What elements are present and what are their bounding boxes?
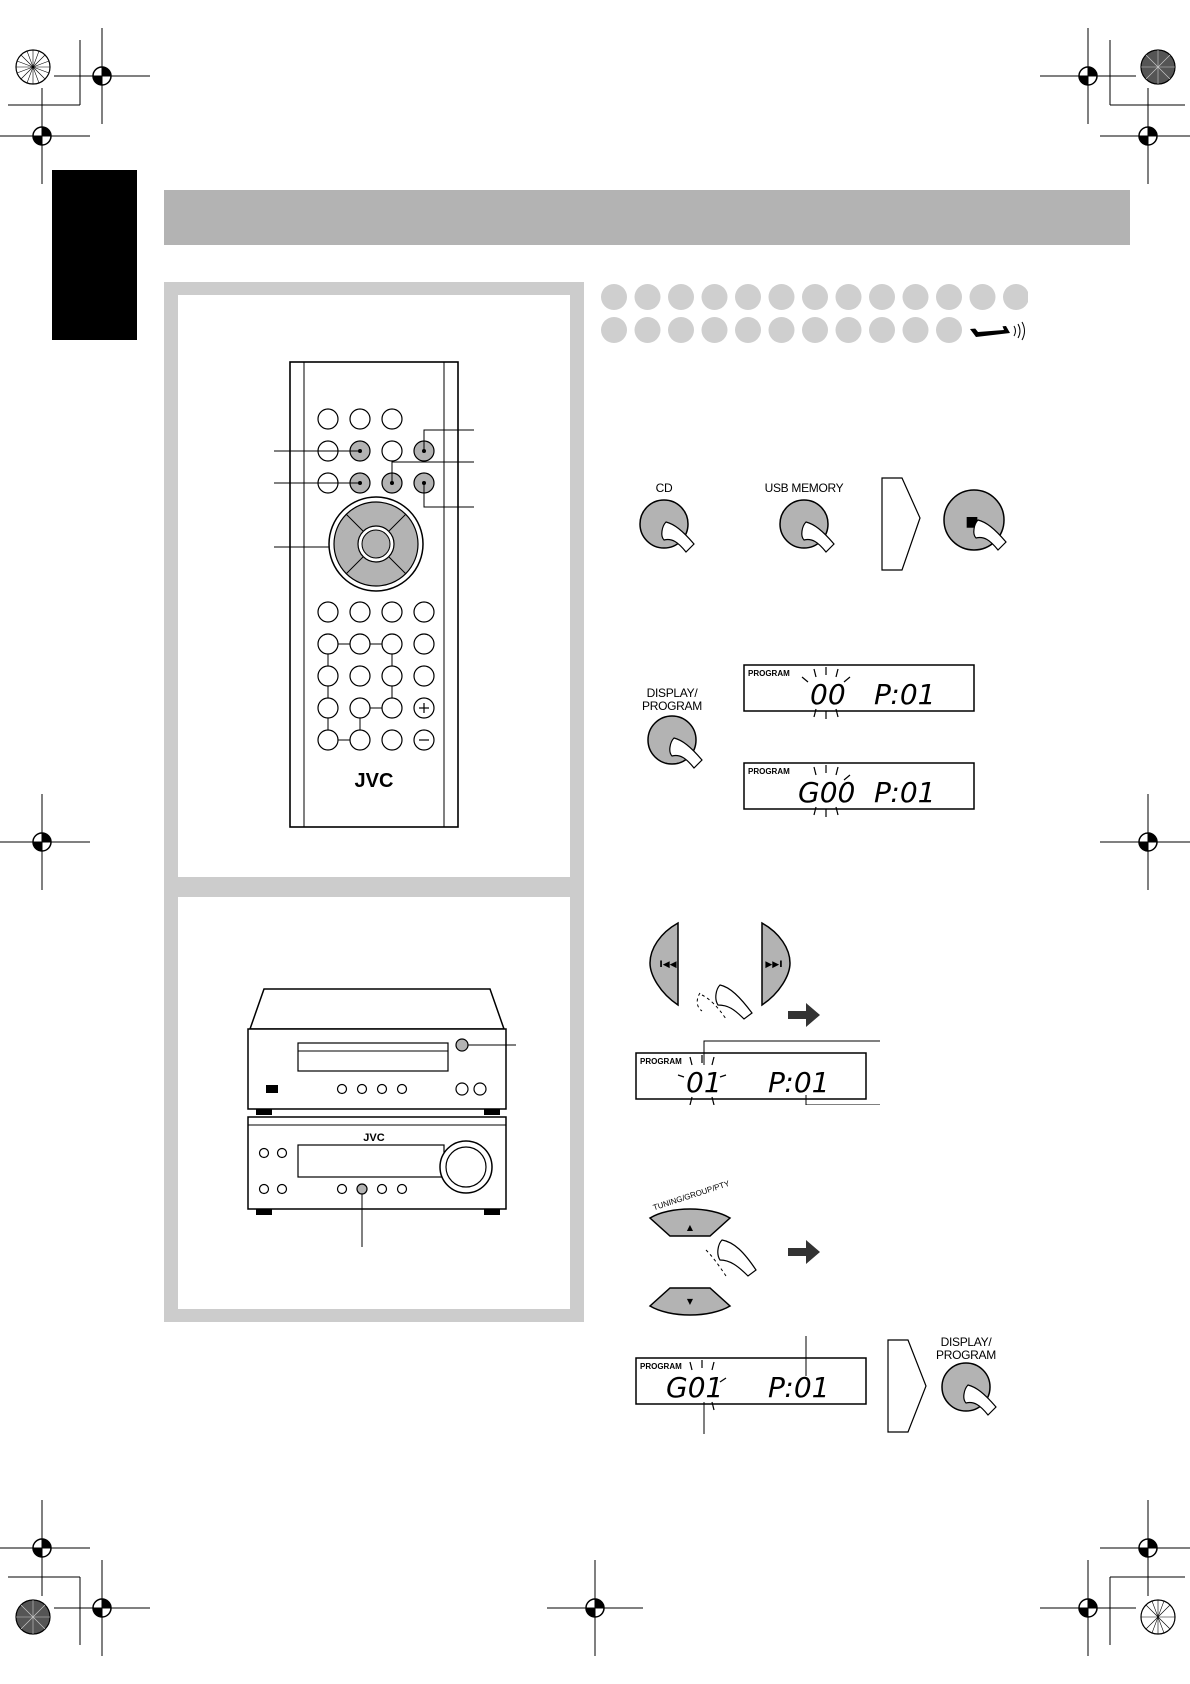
next-step-arrow-icon (881, 477, 921, 571)
heading-dot (601, 284, 627, 310)
lcd4-program-step: P:01 (768, 1371, 829, 1404)
heading-dot (768, 317, 795, 343)
next-step-arrow-icon (887, 1339, 927, 1433)
tuning-down-button (648, 1287, 732, 1316)
heading-dot (634, 317, 661, 343)
display-program-label-line2: PROGRAM (642, 699, 702, 713)
next-skip-button (761, 921, 791, 1007)
lcd4-group-value: G01 (666, 1371, 723, 1404)
heading-dot (668, 284, 694, 310)
heading-dot (668, 317, 694, 343)
tuning-group-pty-label: TUNING/GROUP/PTY (652, 1180, 732, 1212)
remote-brand-logo: JVC (355, 770, 394, 792)
lcd-display-3 (635, 1052, 867, 1100)
blink-icon (813, 765, 851, 817)
usb-memory-button-label: USB MEMORY (765, 481, 844, 495)
finger-icon (715, 984, 753, 1020)
lcd3-track-value: 01 (686, 1066, 722, 1099)
main-unit-illustration: JVC (247, 988, 516, 1247)
up-arrow-icon: ▲ (687, 1223, 694, 1232)
next-skip-icon: ▶▶I (765, 960, 782, 970)
remote-control-illustration: JVC (274, 361, 474, 828)
heading-dot (835, 284, 862, 310)
program-badge: PROGRAM (640, 1057, 682, 1066)
heading-dot (936, 284, 962, 310)
step1-diagram: CD USB MEMORY ■ (639, 477, 1007, 571)
blink-icon (677, 1055, 727, 1105)
heading-dot (1037, 284, 1041, 310)
previous-skip-icon: I◀◀ (659, 960, 676, 970)
lcd2-program-step: P:01 (874, 776, 935, 809)
heading-dot (802, 317, 828, 343)
heading-dot (902, 317, 929, 343)
heading-dot (1003, 284, 1028, 310)
main-unit-brand-logo: JVC (363, 1132, 384, 1144)
step2-diagram: DISPLAY/ PROGRAM PROGRAM 00 P:01 PROGRAM… (642, 664, 975, 817)
cd-button-label: CD (656, 481, 673, 495)
display-program-label-line2: PROGRAM (936, 1348, 996, 1362)
program-badge: PROGRAM (748, 767, 790, 776)
step4-diagram: TUNING/GROUP/PTY ▲ ▼ PROGRAM G01 P:01 DI… (635, 1180, 997, 1434)
display-program-label-line1: DISPLAY/ (647, 686, 699, 700)
right-arrow-icon (788, 1240, 820, 1264)
finger-icon (669, 737, 703, 769)
remote-sensor-icon (970, 321, 1025, 341)
heading-dot (601, 317, 627, 343)
right-arrow-icon (788, 1003, 820, 1027)
heading-dot (701, 284, 728, 310)
down-arrow-icon: ▼ (687, 1297, 694, 1306)
lcd2-group-value: G00 (798, 776, 855, 809)
lcd-display-1 (743, 664, 975, 712)
heading-dot (869, 284, 895, 310)
program-badge: PROGRAM (748, 669, 790, 678)
heading-dot (634, 284, 661, 310)
lcd1-track-value: 00 (810, 678, 846, 711)
lcd1-program-step: P:01 (874, 678, 935, 711)
section-heading-dots (601, 284, 1041, 343)
lcd3-program-step: P:01 (768, 1066, 829, 1099)
blink-icon (801, 667, 851, 719)
language-tab (52, 170, 137, 340)
heading-dot (835, 317, 862, 343)
previous-skip-button (649, 921, 679, 1007)
heading-dot (969, 284, 996, 310)
finger-icon (661, 521, 695, 553)
tuning-up-button (648, 1208, 732, 1237)
heading-dot (802, 284, 828, 310)
blink-icon (689, 1360, 727, 1411)
heading-dot (768, 284, 795, 310)
heading-dot (735, 317, 761, 343)
finger-icon (801, 521, 835, 553)
lcd-display-4 (635, 1357, 867, 1405)
heading-dot (869, 317, 895, 343)
heading-dot (701, 317, 728, 343)
heading-dot (936, 317, 962, 343)
finger-icon (973, 519, 1007, 551)
heading-dot (735, 284, 761, 310)
step3-diagram: I◀◀ ▶▶I PROGRAM 01 P:01 (635, 921, 880, 1105)
display-program-label-line1: DISPLAY/ (941, 1335, 993, 1349)
page-header-bar (164, 190, 1130, 245)
program-badge: PROGRAM (640, 1362, 682, 1371)
finger-icon (963, 1384, 997, 1416)
lcd-display-2 (743, 762, 975, 810)
finger-icon (717, 1239, 757, 1277)
heading-dot (902, 284, 929, 310)
